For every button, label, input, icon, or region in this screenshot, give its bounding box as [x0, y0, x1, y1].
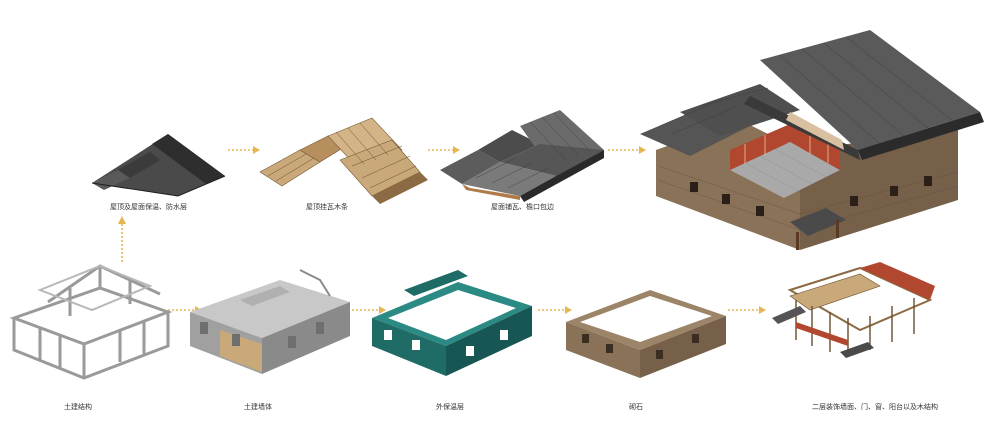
facade-timber-model	[772, 262, 935, 358]
arrow-top-2-head	[453, 146, 460, 154]
final-house-model	[640, 30, 984, 250]
arrow-top-1-head	[253, 146, 260, 154]
walls-model	[190, 269, 350, 374]
label-insulation: 外保温层	[436, 403, 464, 411]
arrow-top-3-head	[639, 146, 646, 154]
roof-battens-model	[259, 117, 428, 204]
stone-masonry-model	[566, 290, 726, 378]
roof-tiles-model	[440, 110, 604, 202]
flow-arrows	[118, 146, 766, 314]
arrow-bottom-2-head	[379, 306, 386, 314]
label-stone: 砌石	[629, 403, 643, 411]
arrow-bottom-4-head	[759, 306, 766, 314]
arrow-up-head	[118, 216, 126, 224]
structure-frame-model	[9, 264, 173, 380]
insulation-model	[372, 270, 532, 376]
roof-insulation-model	[91, 134, 226, 197]
arrow-bottom-3-head	[565, 306, 572, 314]
label-roof-insulation: 屋顶及屋面保温、防水层	[110, 203, 187, 211]
label-facade-wood: 二层装饰墙面、门、窗、阳台以及木结构	[812, 403, 938, 411]
label-roof-tiles: 屋面铺瓦、檐口包边	[491, 203, 554, 211]
label-roof-battens: 屋顶挂瓦木条	[306, 203, 348, 211]
label-walls: 土建墙体	[244, 403, 272, 411]
label-structure: 土建结构	[64, 403, 92, 411]
